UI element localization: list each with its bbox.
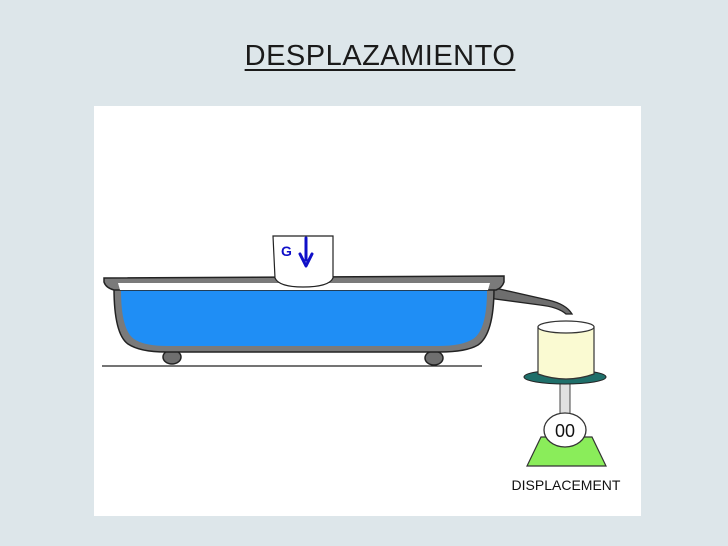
container-top bbox=[537, 320, 595, 334]
slide-title: DESPLAZAMIENTO bbox=[244, 40, 516, 72]
collection-container bbox=[537, 326, 595, 380]
scale-reading: 00 bbox=[555, 421, 575, 441]
scale-dial bbox=[543, 412, 587, 448]
scale-caption: DISPLACEMENT bbox=[512, 477, 621, 493]
overflow-spout bbox=[485, 285, 574, 315]
scale-stem bbox=[559, 381, 571, 415]
water-in-tub bbox=[121, 290, 487, 346]
object-label: G bbox=[281, 243, 292, 259]
tub-wheel-right bbox=[424, 350, 444, 366]
gravity-arrow-icon bbox=[298, 236, 314, 268]
